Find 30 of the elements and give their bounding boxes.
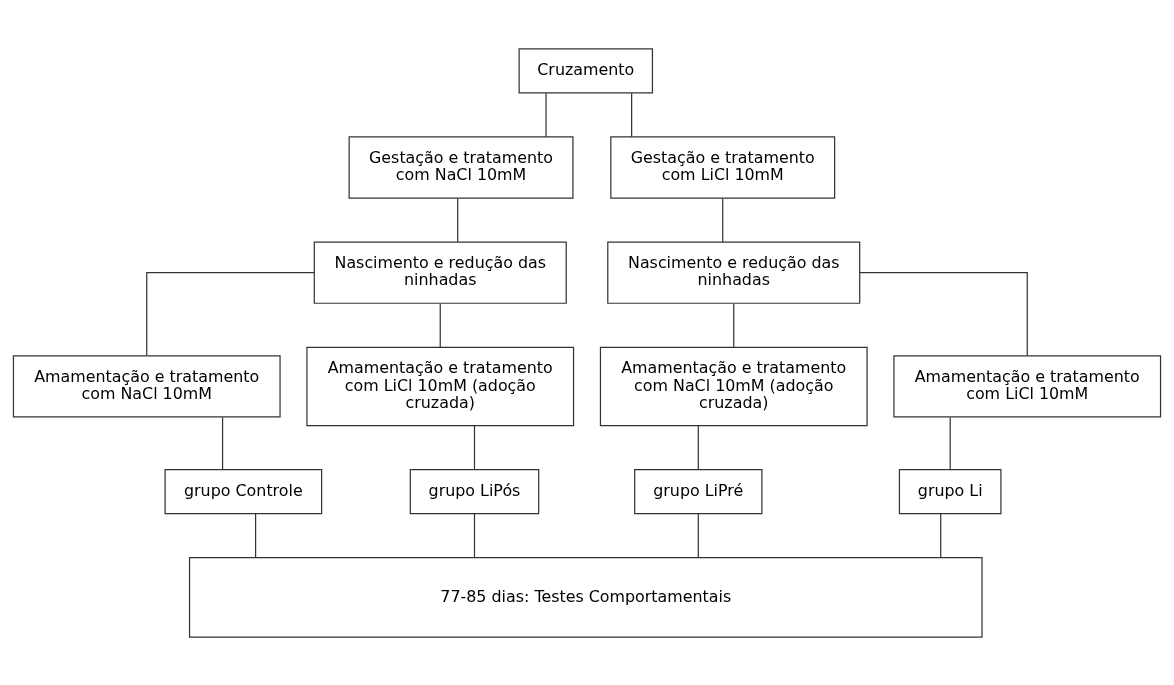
node-box: Gestação e tratamento com NaCl 10mM bbox=[348, 135, 574, 199]
node-box: 77-85 dias: Testes Comportamentais bbox=[188, 556, 983, 638]
node-box: grupo LiPós bbox=[409, 468, 540, 514]
node-box: grupo Controle bbox=[164, 468, 323, 514]
connector bbox=[733, 302, 735, 348]
node-box: Amamentação e tratamento com NaCl 10mM (adoção cruzada) bbox=[599, 346, 868, 426]
node-box: Amamentação e tratamento com NaCl 10mM bbox=[12, 354, 281, 418]
node-box: Nascimento e redução das ninhadas bbox=[313, 241, 567, 304]
connector bbox=[439, 302, 441, 348]
node-box: grupo Li bbox=[898, 468, 1002, 514]
node-box: Nascimento e redução das ninhadas bbox=[607, 241, 861, 304]
node-box: grupo LiPré bbox=[634, 468, 763, 514]
connector bbox=[940, 512, 942, 558]
connector bbox=[221, 416, 224, 470]
connector bbox=[146, 271, 315, 356]
connector bbox=[457, 197, 459, 242]
connector bbox=[859, 271, 1028, 356]
connector bbox=[545, 92, 547, 137]
node-box: Cruzamento bbox=[518, 47, 654, 94]
connector bbox=[473, 512, 476, 558]
connector bbox=[697, 424, 699, 470]
connector bbox=[631, 92, 633, 137]
node-box: Gestação e tratamento com LiCl 10mM bbox=[610, 135, 836, 199]
node-box: Amamentação e tratamento com LiCl 10mM bbox=[893, 354, 1162, 418]
connector bbox=[722, 197, 724, 242]
node-box: Amamentação e tratamento com LiCl 10mM (adoção cruzada) bbox=[306, 346, 575, 426]
connector bbox=[473, 424, 476, 470]
connector bbox=[255, 512, 257, 558]
connector bbox=[697, 512, 699, 558]
connector bbox=[949, 416, 951, 470]
